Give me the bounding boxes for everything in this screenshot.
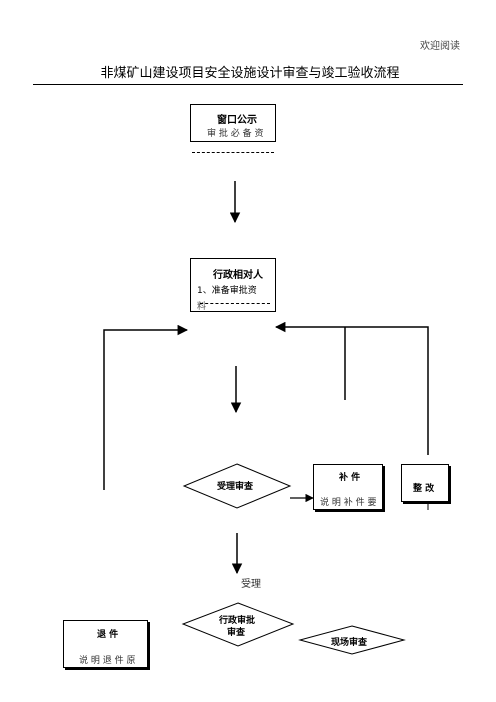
window-notice-text: 审 批 必 备 资	[207, 129, 264, 139]
admin-approval-title-2: 审查	[227, 628, 246, 638]
accept-label: 受理	[241, 579, 261, 590]
applicant-text: 1、准备审批资	[197, 286, 257, 296]
rectify-box: 整 改	[401, 464, 449, 502]
return-docs-text: 说 明 退 件 原	[79, 656, 136, 666]
applicant-text-2: 料	[197, 302, 207, 312]
supplement-box: 补 件 说 明 补 件 要	[313, 464, 383, 510]
acceptance-review-diamond	[182, 463, 292, 509]
connector-return-to-applicant	[103, 324, 189, 490]
connector-feedback-to-applicant	[274, 321, 429, 455]
page-title: 非煤矿山建设项目安全设施设计审查与竣工验收流程	[100, 66, 400, 81]
return-docs-title: 退 件	[97, 630, 119, 640]
window-notice-title: 窗口公示	[217, 115, 257, 126]
site-review-label: 现场审查	[331, 638, 368, 648]
admin-approval-title: 行政审批	[219, 616, 256, 626]
acceptance-review-label: 受理审查	[217, 482, 254, 492]
supplement-title: 补 件	[339, 473, 361, 483]
site-review-diamond	[298, 625, 406, 655]
applicant-dashed-line	[200, 303, 270, 304]
rectify-title: 整 改	[413, 484, 435, 494]
return-docs-box: 退 件 说 明 退 件 原	[63, 620, 148, 668]
title-divider	[33, 84, 463, 85]
window-notice-dashed-line	[192, 152, 274, 153]
window-notice-box: 窗口公示 审 批 必 备 资	[190, 104, 276, 142]
supplement-text: 说 明 补 件 要	[320, 498, 377, 508]
admin-approval-diamond	[181, 602, 295, 647]
corner-note: 欢迎阅读	[420, 41, 460, 52]
applicant-title: 行政相对人	[213, 270, 263, 281]
